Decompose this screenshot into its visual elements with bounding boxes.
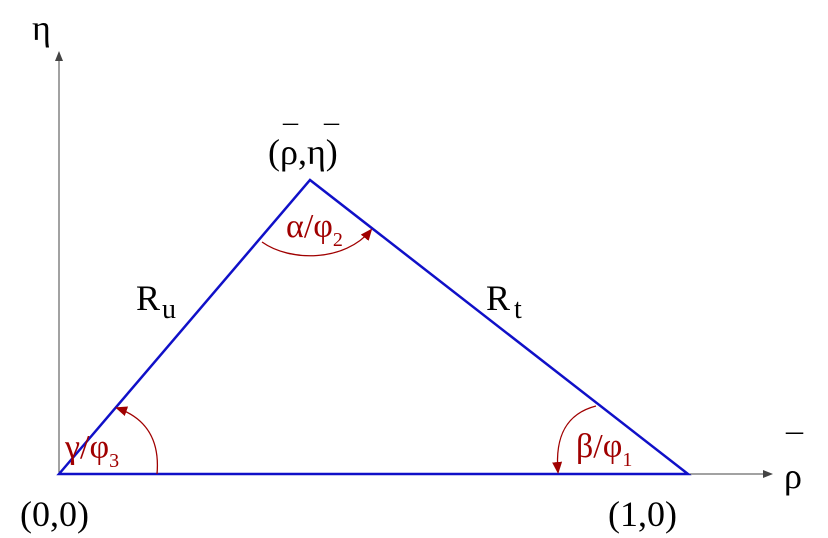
apex-close-paren: )	[326, 132, 338, 172]
y-axis-label-bar: ¯	[43, 0, 62, 30]
apex-vertex-label: (ρ,η) ¯ ¯	[268, 120, 340, 172]
side-rt-subscript: t	[514, 294, 522, 325]
apex-comma: ,	[298, 132, 307, 172]
alpha-angle-arc	[261, 228, 373, 257]
x-axis-label-bar: ¯	[785, 429, 804, 466]
unitarity-triangle	[56, 178, 692, 476]
alpha-subscript: 2	[333, 229, 343, 251]
side-ru-label: Ru	[136, 278, 176, 325]
svg-text:(ρ,η): (ρ,η)	[268, 132, 338, 172]
beta-subscript: 1	[622, 449, 632, 471]
apex-eta-bar: ¯	[323, 120, 340, 153]
side-ru-main: R	[136, 278, 160, 318]
y-axis-label: η	[32, 8, 51, 48]
gamma-subscript: 3	[109, 450, 119, 472]
apex-open-paren: (	[268, 132, 280, 172]
beta-main: β/φ	[576, 428, 622, 465]
gamma-main: γ/φ	[64, 429, 109, 466]
x-axis-label: ρ	[784, 456, 802, 496]
gamma-angle-label: γ/φ3	[64, 429, 119, 472]
beta-angle-arc	[552, 405, 597, 474]
side-rt-main: R	[486, 278, 510, 318]
beta-angle-label: β/φ1	[576, 428, 632, 471]
alpha-main: α/φ	[286, 208, 333, 245]
origin-vertex-label: (0,0)	[20, 494, 89, 534]
apex-rho-bar: ¯	[282, 120, 299, 153]
apex-eta: η	[307, 132, 326, 172]
gamma-angle-arc	[115, 406, 159, 475]
apex-rho: ρ	[280, 132, 298, 172]
side-ru-subscript: u	[162, 294, 176, 325]
unit-vertex-label: (1,0)	[608, 494, 677, 534]
alpha-angle-label: α/φ2	[286, 208, 343, 251]
